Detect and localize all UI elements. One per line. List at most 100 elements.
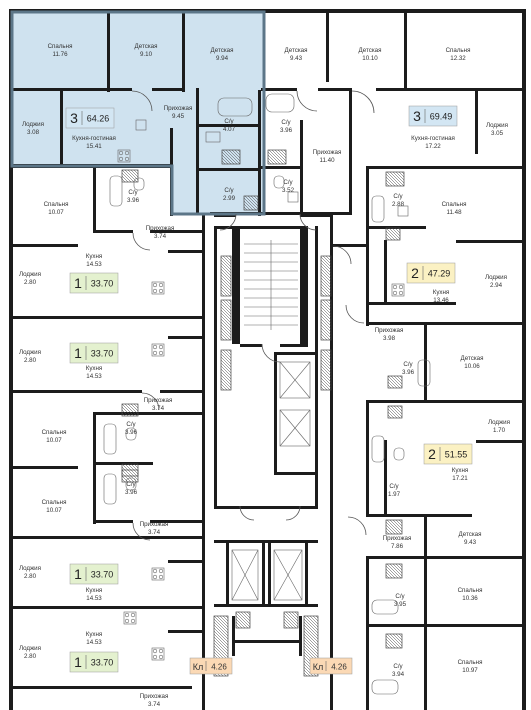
hatch-lines [385,171,405,187]
hatch-lines [283,611,299,629]
hatch-line [303,621,319,637]
apartment-badge-33-70-d[interactable]: 1 33.70 [69,651,119,673]
hatch-line [306,615,319,628]
room-name: С/у [393,663,403,670]
hatch-line [392,171,405,184]
stove-icon [117,149,131,163]
storage-badge-right[interactable]: Кл 4.26 [309,657,353,675]
apartment-badge-64-26[interactable]: 3 64.26 [65,107,115,129]
hatch-lines [121,169,139,183]
elevator-shafts [231,361,311,601]
hatch-line [294,611,299,616]
apartment-badge-33-70-c[interactable]: 1 33.70 [69,563,119,585]
room-area: 3.74 [148,529,161,536]
apartment-badge-69-49[interactable]: 3 69.49 [408,105,458,127]
room-area: 3.74 [152,405,165,412]
hatch-line [320,368,332,380]
apartment-badge-33-70-b[interactable]: 1 33.70 [69,342,119,364]
hatch-line [228,349,232,353]
hatch-line [136,403,139,406]
hatch-line [133,469,139,475]
stove-icon [151,647,165,661]
hatch-line [386,519,402,535]
hatch-line [389,171,405,187]
hatch-lines [320,299,332,341]
stove-burner [158,574,164,580]
room-name: Прихожая [375,327,404,334]
room-name: Прихожая [164,105,193,112]
hatch-line [220,274,232,286]
hatch-line [216,615,229,628]
room-area: 3.05 [491,130,504,137]
hatch-line [320,262,332,274]
hatch-line [320,321,332,333]
hatch-line [280,149,287,156]
stove-burner [124,612,130,618]
hatch-line [237,149,241,153]
hatch-line [220,353,232,365]
hatch-line [387,384,392,389]
hatch-line [213,615,229,631]
hatch-line [387,381,395,389]
room-name: Лоджия [485,274,507,281]
room-name: Детская [461,355,484,362]
hatch-line [320,277,332,289]
hatch-line [387,405,401,419]
room-area: 3.96 [125,489,138,496]
hatch-line [389,633,403,647]
stove-burner [158,568,164,574]
room-name: С/у [395,593,405,600]
apartment-badge-47-29[interactable]: 2 47.29 [406,262,456,284]
hatch-line [274,149,287,162]
hatch-line [247,195,259,207]
storage-badge-left[interactable]: Кл 4.26 [189,657,233,675]
stove-burner [152,288,158,294]
room-name: Детская [135,43,158,50]
apartment-badge-51-55[interactable]: 2 51.55 [423,443,473,465]
hatch-line [385,530,390,535]
hatch-line [320,286,331,297]
hatch-line [234,149,241,156]
hatch-line [283,618,294,629]
hatch-line [220,350,232,362]
hatch-line [320,330,331,341]
hatched-duct [283,611,299,629]
stove-body [123,611,137,625]
hatch-line [220,386,225,391]
apartment-badge-33-70-a[interactable]: 1 33.70 [69,272,119,294]
hatch-lines [220,299,232,341]
room-name: Лоджия [19,565,41,572]
room-area: 10.07 [48,209,64,216]
hatch-lines [235,611,251,629]
hatch-line [256,195,259,198]
hatch-line [392,633,403,644]
hatch-line [136,169,139,172]
hatch-line [303,639,319,655]
room-name: С/у [403,361,413,368]
hatch-line [130,469,139,478]
room-area: 3.98 [383,335,396,342]
hatch-lines [243,195,259,211]
hatched-duct [385,563,403,579]
hatch-line [385,527,393,535]
hatch-line [320,289,328,297]
room-name: Спальня [42,429,67,436]
hatch-line [385,521,399,535]
room-area: 11.48 [446,209,462,216]
stove-burner [118,156,124,162]
apartment-area: 33.70 [91,658,114,668]
hatch-line [213,636,229,652]
room-labels: Спальня 11.76 Детская 9.10 Детская 9.94 … [19,43,510,708]
hatch-line [387,378,398,389]
hatch-line [213,627,229,643]
room-area: 9.45 [172,113,185,120]
stove-body [391,283,405,297]
room-count: 2 [411,265,419,281]
hatch-line [325,349,332,356]
room-area: 3.08 [27,129,40,136]
hatch-line [385,230,396,241]
room-area: 11.76 [52,51,68,58]
hatch-line [385,179,393,187]
hatch-line [220,362,232,374]
hatch-line [220,380,231,391]
